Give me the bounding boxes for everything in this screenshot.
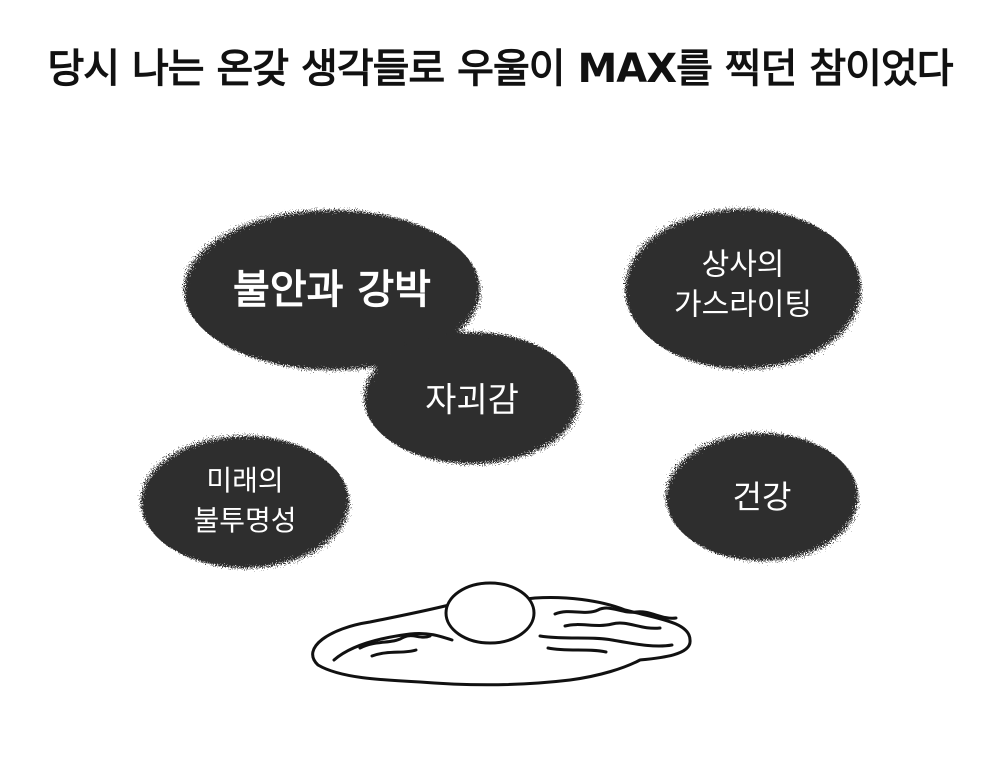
thought-bubble-anxiety: 불안과 강박	[184, 210, 480, 370]
bubble-label-health: 건강	[733, 478, 792, 516]
bubble-shape	[625, 209, 861, 369]
bubble-label-self-blame: 자괴감	[425, 381, 519, 421]
bubble-label-gaslighting-line2: 가스라이팅	[674, 288, 812, 323]
bubble-shape	[184, 210, 480, 370]
bubble-shape	[364, 332, 580, 464]
bubble-shape	[666, 433, 858, 561]
thought-bubble-health: 건강	[666, 433, 858, 561]
thought-bubble-self-blame: 자괴감	[364, 332, 580, 464]
melted-person-icon	[311, 581, 692, 687]
bubble-label-anxiety: 불안과 강박	[233, 267, 431, 313]
bubble-shape	[141, 436, 349, 568]
thought-bubble-future: 미래의 불투명성	[141, 436, 349, 568]
bubble-label-future-line1: 미래의	[206, 464, 283, 497]
bubble-label-gaslighting-line1: 상사의	[702, 248, 785, 283]
thought-bubble-gaslighting: 상사의 가스라이팅	[625, 209, 861, 369]
panel-caption: 당시 나는 온갖 생각들로 우울이 MAX를 찍던 참이었다	[47, 46, 953, 92]
bubble-label-future-line2: 불투명성	[193, 504, 296, 537]
